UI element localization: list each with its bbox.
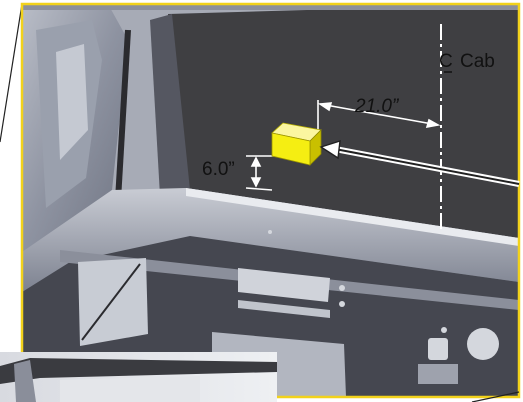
double-arrow-leader-icon <box>319 140 520 187</box>
dimension-6 <box>245 155 274 191</box>
centerline-symbol: C <box>439 51 453 72</box>
dimension-6-label: 6.0” <box>202 159 235 180</box>
window-sill <box>22 188 519 292</box>
centerline-label: Cab <box>460 51 495 72</box>
yellow-box-icon <box>271 122 322 166</box>
panel-cutout-left <box>78 258 148 346</box>
dimension-21 <box>317 100 441 134</box>
callout-line-left <box>0 3 23 143</box>
callout-line-bottom <box>471 391 520 402</box>
inset-image <box>0 352 277 402</box>
panel-cutout-slot <box>238 268 330 302</box>
dimension-21-label: 21.0” <box>355 96 399 117</box>
panel-hole-large <box>467 328 499 360</box>
